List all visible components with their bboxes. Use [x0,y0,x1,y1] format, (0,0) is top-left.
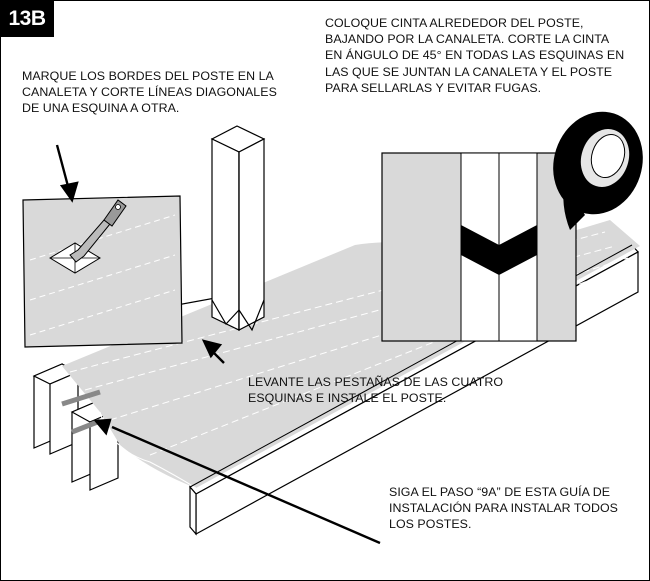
callout-line: CANALETA Y CORTE LÍNEAS DIAGONALES [22,85,277,100]
callout-line: PARA SELLARLAS Y EVITAR FUGAS. [325,80,542,95]
inset-taping [381,111,643,342]
callout-line: BAJANDO POR LA CANALETA. CORTE LA CINTA [325,32,610,47]
post [210,125,266,332]
callout-line: ESQUINAS E INSTALE EL POSTE. [248,391,447,406]
callout-line: EN ÁNGULO DE 45° EN TODAS LAS ESQUINAS E… [325,48,625,63]
step-badge: 13B [0,0,54,37]
callout-lift-tabs: LEVANTE LAS PESTAÑAS DE LAS CUATRO ESQUI… [248,374,503,406]
callout-line: LAS QUE SE JUNTAN LA CANALETA Y EL POSTE [325,64,613,79]
callout-line: LEVANTE LAS PESTAÑAS DE LAS CUATRO [248,375,504,389]
callout-line: MARQUE LOS BORDES DEL POSTE EN LA [22,69,274,83]
callout-line: COLOQUE CINTA ALREDEDOR DEL POSTE, [325,16,584,30]
callout-line: LOS POSTES. [389,517,472,532]
leader-arrows [55,144,381,545]
callout-line: INSTALACIÓN PARA INSTALAR TODOS [389,501,618,516]
callout-tape: COLOQUE CINTA ALREDEDOR DEL POSTE, BAJAN… [325,15,624,96]
callout-mark-edges: MARQUE LOS BORDES DEL POSTE EN LA CANALE… [22,68,277,117]
callout-line: SIGA EL PASO “9A” DE ESTA GUÍA DE [389,485,611,499]
inset-marking [22,195,183,348]
callout-line: DE UNA ESQUINA A OTRA. [22,101,180,116]
callout-guide: SIGA EL PASO “9A” DE ESTA GUÍA DE INSTAL… [389,484,618,533]
